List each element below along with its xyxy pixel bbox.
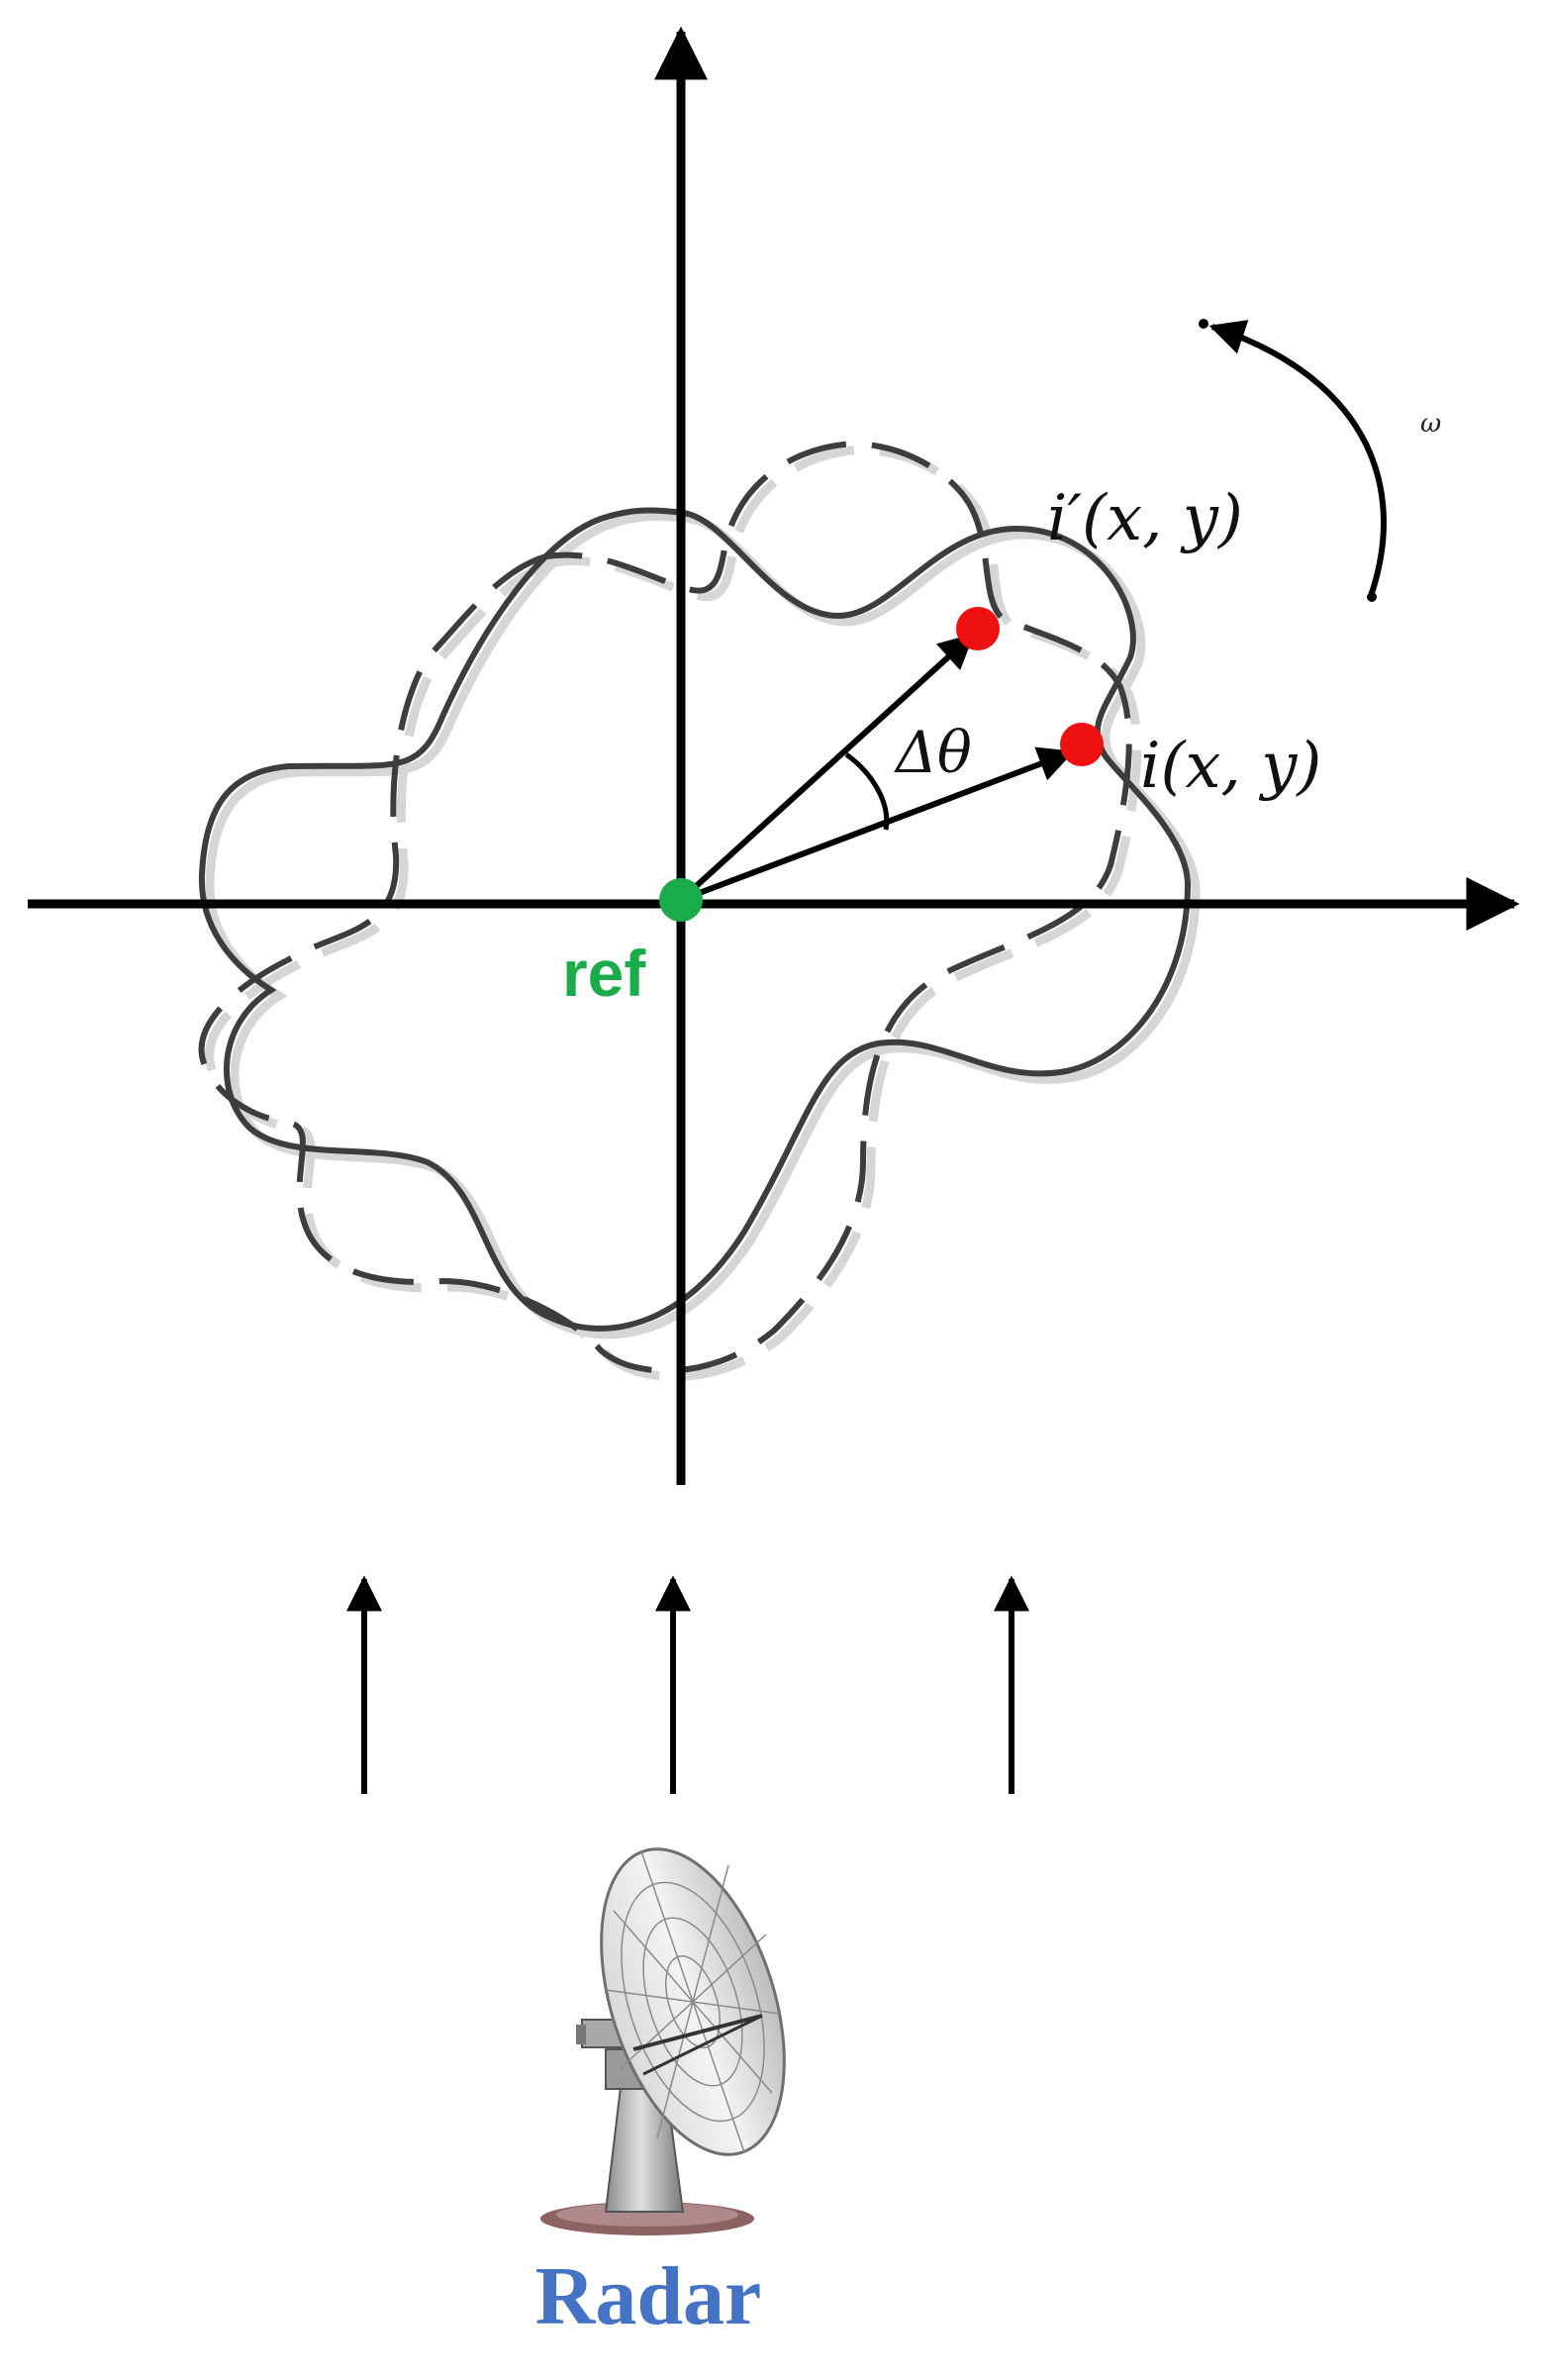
i-label: i(x, y) xyxy=(1140,730,1321,803)
omega-label: ω xyxy=(1420,409,1441,439)
scatter-point-i xyxy=(1060,723,1104,766)
incident-wave-arrows xyxy=(346,1575,1029,1794)
vector-to-i-prime xyxy=(678,633,975,903)
ref-label: ref xyxy=(562,937,646,1010)
delta-theta-label: Δθ xyxy=(894,719,972,786)
solid-contour-shadow xyxy=(205,512,1201,1339)
scatter-point-i-prime xyxy=(956,607,1000,650)
vector-to-i xyxy=(679,746,1075,903)
delta-theta-arc xyxy=(844,751,890,831)
radar-dish-icon xyxy=(540,1847,786,2235)
rotation-arrow-head-dot xyxy=(1199,319,1208,329)
rotation-arrow-tail-dot xyxy=(1367,592,1377,602)
i-prime-label: i′(x, y) xyxy=(1047,482,1243,555)
dashed-contour xyxy=(198,441,1132,1374)
contours xyxy=(198,441,1192,1374)
rotation-arrow xyxy=(1208,320,1387,597)
radar-label: Radar xyxy=(534,2250,762,2342)
solid-contour xyxy=(198,507,1192,1332)
ref-point xyxy=(659,878,703,922)
